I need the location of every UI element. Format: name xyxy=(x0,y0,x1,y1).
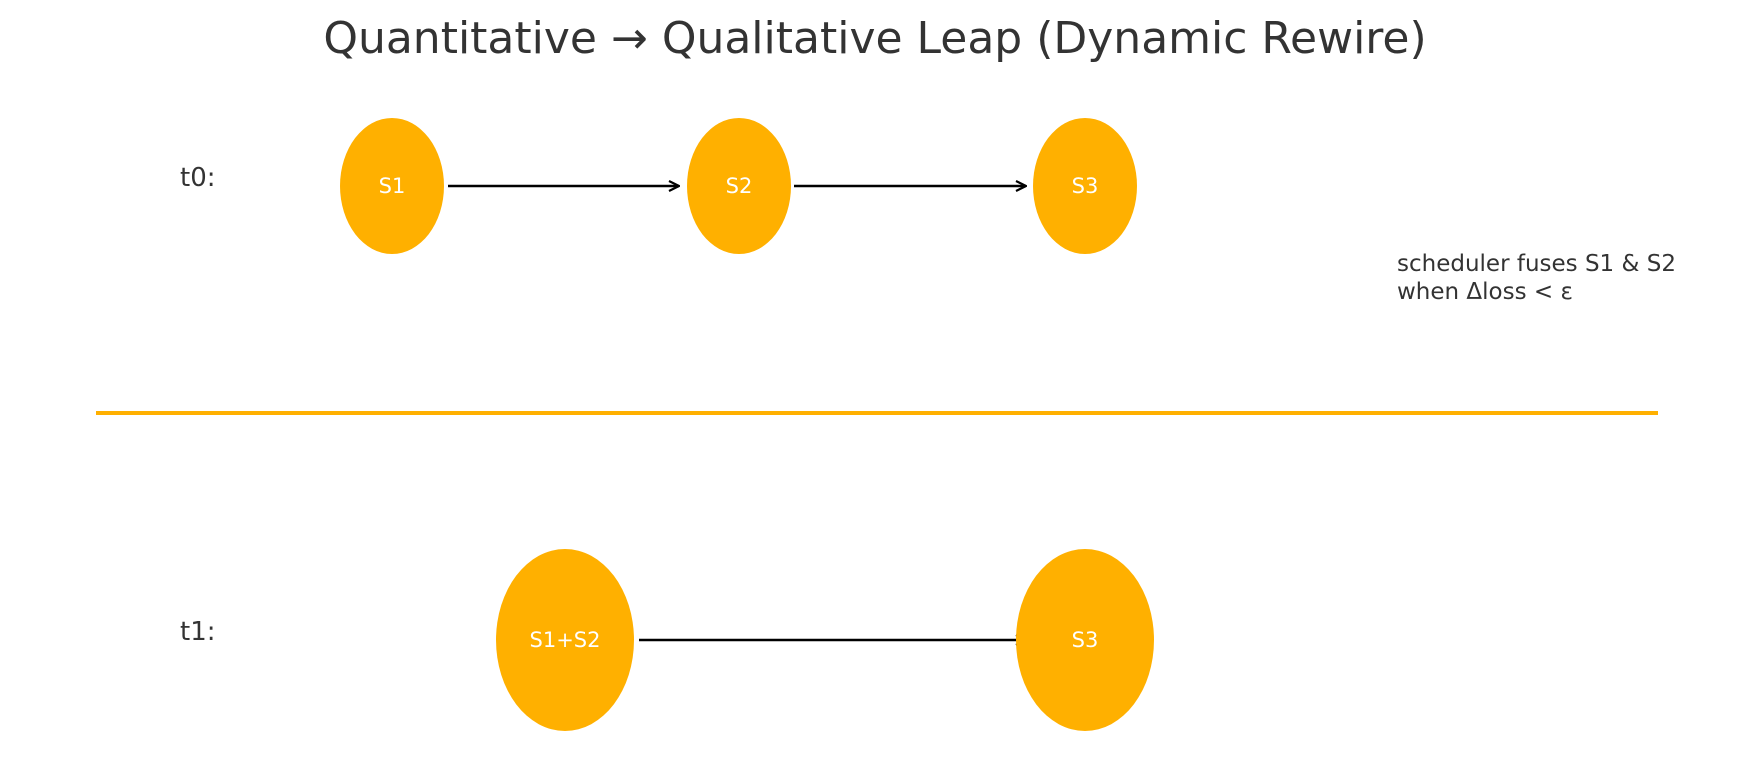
row-t0: t0: S1 S2 S3 xyxy=(180,118,1137,254)
node-s1-plus-s2: S1+S2 xyxy=(496,549,634,731)
node-s1: S1 xyxy=(340,118,444,254)
node-s2-label: S2 xyxy=(726,174,753,198)
node-s1-label: S1 xyxy=(379,174,406,198)
node-s3-t1-label: S3 xyxy=(1072,628,1099,652)
node-s3-t1: S3 xyxy=(1016,549,1154,731)
node-s1-plus-s2-label: S1+S2 xyxy=(530,628,601,652)
scheduler-note: scheduler fuses S1 & S2 when Δloss < ε xyxy=(1397,251,1676,305)
row-label-t1: t1: xyxy=(180,617,216,647)
diagram-title: Quantitative → Qualitative Leap (Dynamic… xyxy=(323,13,1426,64)
node-s1-plus-s2-shape xyxy=(496,549,634,731)
note-line-1: scheduler fuses S1 & S2 xyxy=(1397,251,1676,277)
node-s3-t0-shape xyxy=(1033,118,1137,254)
node-s3-t0: S3 xyxy=(1033,118,1137,254)
row-label-t0: t0: xyxy=(180,163,216,193)
node-s2: S2 xyxy=(687,118,791,254)
note-line-2: when Δloss < ε xyxy=(1397,279,1573,305)
node-s2-shape xyxy=(687,118,791,254)
node-s3-t1-shape xyxy=(1016,549,1154,731)
node-s3-t0-label: S3 xyxy=(1072,174,1099,198)
row-t1: t1: S1+S2 S3 xyxy=(180,549,1154,731)
node-s1-shape xyxy=(340,118,444,254)
